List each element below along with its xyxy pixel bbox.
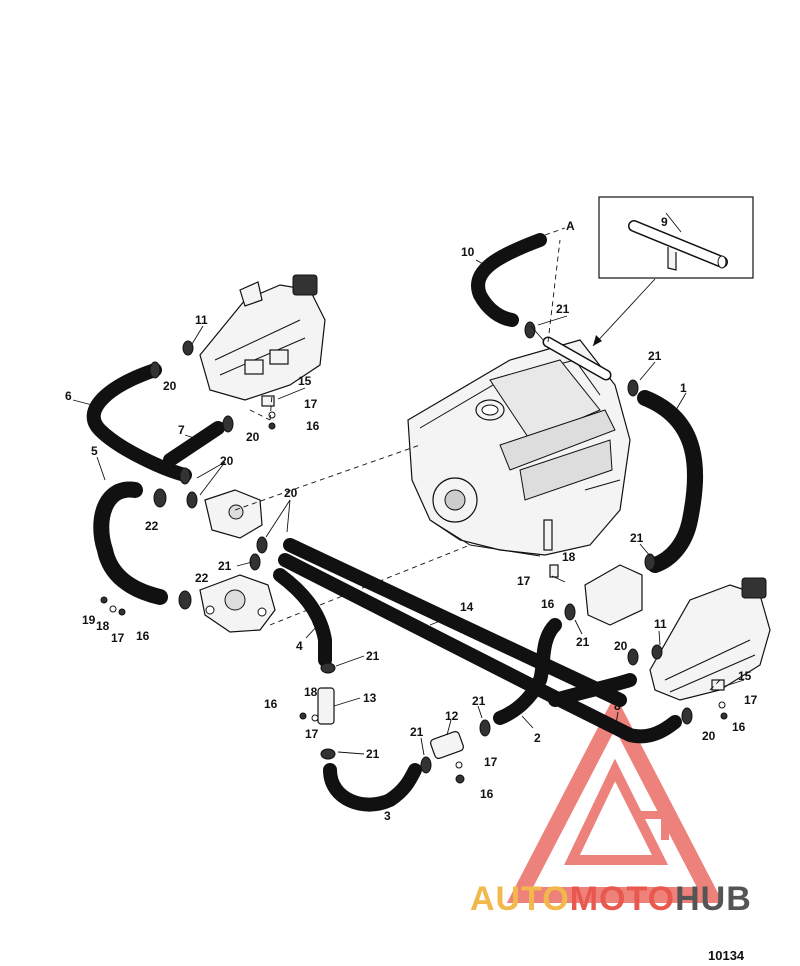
callout-21-a: 21 [556,302,570,316]
callout-20-a: 20 [163,379,177,393]
callout-17-left: 17 [111,631,125,645]
dashed-alignment-lines [234,239,721,691]
callout-20-e: 20 [614,639,628,653]
callout-20-f: 20 [702,729,716,743]
callout-21-h: 21 [366,747,380,761]
watermark-moto: MOTO [569,880,676,918]
leader-lines [72,259,745,809]
callout-15-top: 15 [298,374,312,388]
callout-17-mid: 17 [517,574,531,588]
water-pump [199,574,276,633]
callout-15-bottom: 15 [738,669,752,683]
callout-22-a: 22 [145,519,159,533]
callout-21-g: 21 [366,649,380,663]
callout-1: 1 [680,381,687,395]
part-9-installed [542,336,612,381]
callout-17-top: 17 [304,397,318,411]
callout-16-top: 16 [306,419,320,433]
callout-16-lower: 16 [264,697,278,711]
fuel-module [584,564,643,626]
callout-6: 6 [65,389,72,403]
callout-7: 7 [178,423,185,437]
callout-16-mid: 16 [541,597,555,611]
arrow-head-icon [593,335,602,346]
callout-17-bottom: 17 [484,755,498,769]
watermark-auto: AUTO [470,880,570,918]
callout-21-e: 21 [472,694,486,708]
callout-11-bottom: 11 [654,617,667,631]
right-exhaust-manifold [649,577,771,701]
callout-16-right: 16 [732,720,746,734]
callout-22-b: 22 [195,571,209,585]
callout-17-right: 17 [744,693,758,707]
callout-20-b: 20 [246,430,260,444]
callout-4: 4 [296,639,303,653]
callout-13: 13 [363,691,377,705]
small-fittings [100,395,728,784]
callout-16-left: 16 [136,629,150,643]
inset-arrow [592,278,656,347]
callout-21-f: 21 [410,725,424,739]
hoses [86,233,704,812]
callout-18-left: 18 [96,619,110,633]
callout-9: 9 [661,215,668,229]
watermark-text: AUTOMOTOHUB [470,880,752,919]
callout-3: 3 [384,809,391,823]
left-exhaust-manifold [199,274,326,401]
callout-17-lower: 17 [305,727,319,741]
callout-18-mid: 18 [562,550,576,564]
callout-18-lower: 18 [304,685,318,699]
callout-21-i: 21 [218,559,232,573]
connector-label: A [566,219,575,233]
callout-5: 5 [91,444,98,458]
callout-19: 19 [82,613,96,627]
callout-10: 10 [461,245,475,259]
callout-21-c: 21 [630,531,644,545]
inset-part-9 [598,196,754,279]
callout-11-top: 11 [195,313,208,327]
watermark-logo-icon [506,694,724,903]
figure-number: 10134 [708,948,745,963]
callout-8: 8 [614,699,621,713]
connector-a-marker: A [544,219,575,236]
callout-20-d: 20 [284,486,298,500]
fitting-13 [317,687,335,725]
callout-16-bottom: 16 [480,787,494,801]
callout-20-c: 20 [220,454,234,468]
engine-block [407,339,631,557]
callout-2: 2 [534,731,541,745]
callout-21-d: 21 [576,635,590,649]
callout-labels: 1 2 3 4 5 6 7 8 9 10 11 11 12 13 14 15 1… [65,215,758,823]
callout-14: 14 [460,600,474,614]
callout-12: 12 [445,709,459,723]
watermark-hub: HUB [675,880,752,918]
thermostat-housing [204,489,263,539]
callout-21-b: 21 [648,349,662,363]
fitting-12 [430,730,464,760]
hose-clamps [149,321,693,774]
